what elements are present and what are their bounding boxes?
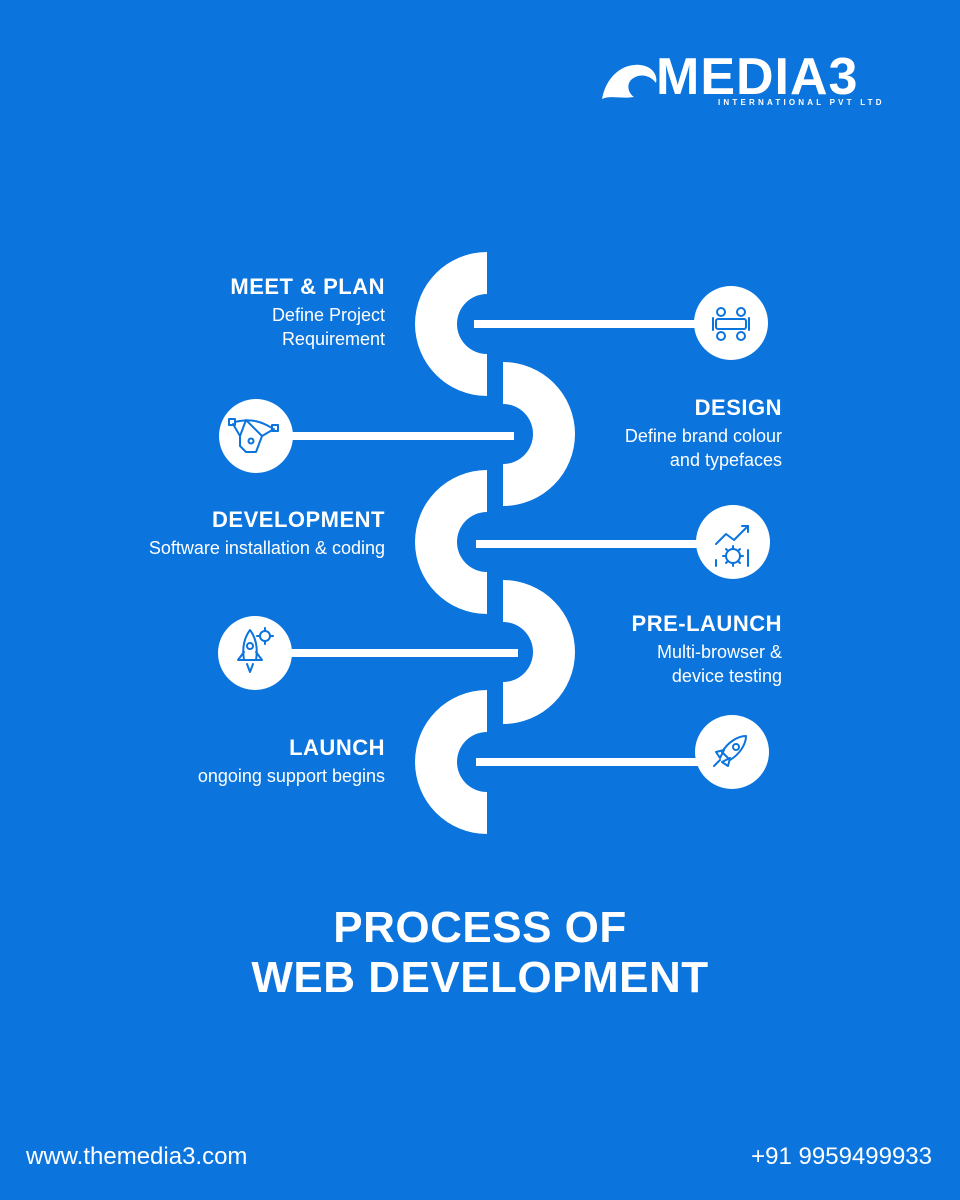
- spine-segment-2: [503, 362, 575, 506]
- spine-segment-4: [503, 580, 575, 724]
- step-title: PRE-LAUNCH: [631, 611, 782, 636]
- spine-segment-5: [415, 690, 487, 834]
- step-title: DEVELOPMENT: [212, 507, 385, 532]
- spine-segment-1: [415, 252, 487, 396]
- step-development: DEVELOPMENT Software installation & codi…: [148, 507, 385, 560]
- logo-wordmark: MEDIA3: [656, 48, 859, 106]
- connector-line-2: [254, 432, 514, 440]
- rocket-icon: [695, 715, 769, 789]
- step-description: Multi-browser & device testing: [656, 642, 782, 687]
- logo-wave-icon: [602, 64, 657, 99]
- connector-line-4: [254, 649, 518, 657]
- step-title: LAUNCH: [289, 735, 385, 760]
- growth-gear-icon: [696, 505, 770, 579]
- spine-segment-3: [415, 470, 487, 614]
- step-meet-plan: MEET & PLAN Define Project Requirement: [230, 274, 385, 351]
- brand-logo: MEDIA3 INTERNATIONAL PVT LTD: [600, 51, 900, 115]
- website-link[interactable]: www.themedia3.com: [26, 1143, 248, 1170]
- phone-number[interactable]: +91 9959499933: [751, 1143, 932, 1170]
- step-description: ongoing support begins: [197, 766, 385, 787]
- connector-line-3: [476, 540, 736, 548]
- step-title: MEET & PLAN: [230, 274, 385, 299]
- step-title: DESIGN: [694, 395, 782, 420]
- logo-tagline: INTERNATIONAL PVT LTD: [718, 98, 885, 107]
- step-launch: LAUNCH ongoing support begins: [197, 735, 385, 788]
- connector-line-1: [474, 320, 734, 328]
- page-title: PROCESS OF WEB DEVELOPMENT: [251, 903, 709, 1002]
- step-design: DESIGN Define brand colour and typefaces: [590, 395, 782, 472]
- step-description: Define brand colour and typefaces: [624, 426, 782, 471]
- pen-tool-icon: [219, 399, 293, 473]
- step-description: Define Project Requirement: [271, 305, 385, 350]
- step-description: Software installation & coding: [148, 538, 385, 559]
- step-pre-launch: PRE-LAUNCH Multi-browser & device testin…: [590, 611, 782, 688]
- connector-line-5: [476, 758, 736, 766]
- rocket-gear-icon: [218, 616, 292, 690]
- meeting-table-icon: [694, 286, 768, 360]
